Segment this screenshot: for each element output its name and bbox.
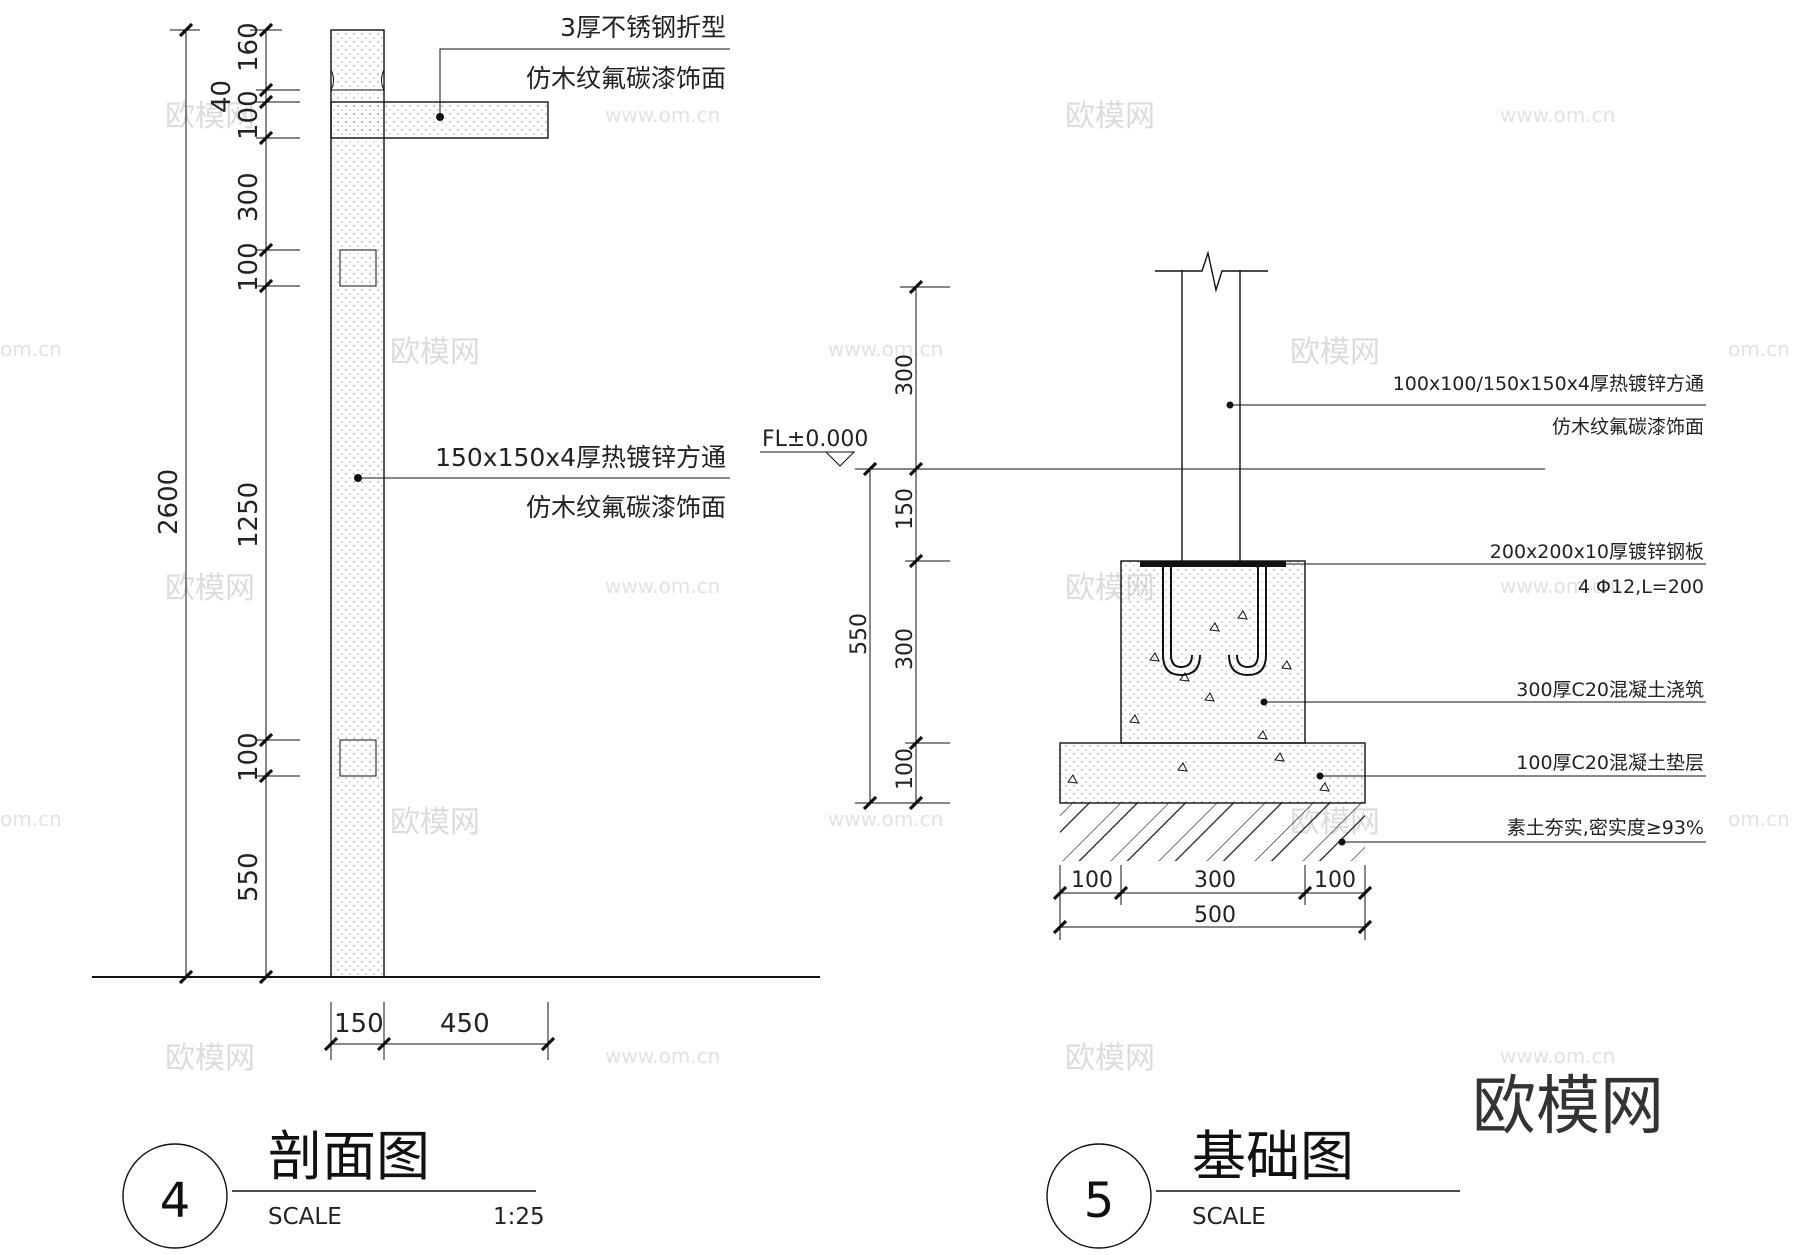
title-circle-4	[122, 1143, 228, 1249]
title-circle-5	[1046, 1143, 1152, 1249]
title-name: 基础图	[1192, 1125, 1354, 1188]
dim-300: 300	[893, 354, 918, 396]
scale-value: 1:25	[493, 1204, 545, 1230]
dim-tick	[540, 1036, 556, 1052]
watermark-cn: 欧模网	[390, 335, 480, 370]
dim-550: 550	[234, 852, 264, 902]
watermark-url: om.cn	[1728, 337, 1790, 361]
dim-2600: 2600	[154, 469, 184, 535]
dim-100: 100	[1314, 868, 1356, 893]
dim-tick	[323, 1036, 339, 1052]
section-drawing: 2600 40 160 100 300 100 1250	[92, 13, 820, 1249]
dim-tick	[178, 22, 194, 38]
level-mark-triangle	[825, 451, 855, 467]
dim-ticks-bottom	[1052, 885, 1373, 935]
dim-550: 550	[847, 613, 872, 655]
post-cap-profile	[330, 69, 385, 91]
watermark-url: www.om.cn	[1500, 1044, 1615, 1068]
watermark-cn: 欧模网	[390, 805, 480, 840]
note-soil: 素土夯实,密实度≥93%	[1507, 817, 1704, 839]
dim-300: 300	[234, 172, 264, 222]
anchor-bar	[1162, 567, 1201, 677]
dim-1250: 1250	[234, 482, 264, 548]
post-square-lower	[339, 739, 377, 777]
watermark-cn: 欧模网	[1065, 99, 1155, 134]
dim-300: 300	[1194, 868, 1236, 893]
scale-label: SCALE	[1192, 1204, 1266, 1230]
concrete-footing	[1120, 560, 1306, 744]
watermark-url: www.om.cn	[1500, 103, 1615, 127]
dim-100: 100	[1071, 868, 1113, 893]
dim-100: 100	[234, 242, 264, 292]
dim-extensions-inner	[256, 89, 300, 777]
steel-plate	[1140, 561, 1286, 567]
watermark-url: www.om.cn	[1500, 574, 1615, 598]
note-square-tube: 150x150x4厚热镀锌方通	[435, 443, 726, 472]
note-rebar: 4 Φ12,L=200	[1578, 576, 1704, 598]
anchor-bar	[1228, 567, 1267, 677]
note-concrete-footing: 300厚C20混凝土浇筑	[1516, 679, 1704, 701]
dim-160: 160	[234, 22, 264, 72]
watermark-cn: 欧模网	[165, 99, 255, 134]
cushion-layer	[1059, 742, 1366, 804]
anchor-bar	[1236, 567, 1259, 669]
note-square-tube: 100x100/150x150x4厚热镀锌方通	[1393, 373, 1704, 395]
anchor-bar	[1170, 567, 1193, 669]
dim-150: 150	[334, 1009, 384, 1039]
watermark-url: www.om.cn	[828, 337, 943, 361]
level-mark: FL±0.000	[762, 427, 868, 452]
post-body	[330, 29, 385, 978]
dim-tick	[376, 1036, 392, 1052]
note-steel-fold: 3厚不锈钢折型	[560, 13, 726, 42]
note-wood-finish: 仿木纹氟碳漆饰面	[1552, 416, 1704, 438]
watermark-cn: 欧模网	[165, 571, 255, 606]
watermark-url: om.cn	[1728, 807, 1790, 831]
watermark-url: www.om.cn	[828, 807, 943, 831]
watermark-cn: 欧模网	[165, 1041, 255, 1076]
dim-300: 300	[893, 628, 918, 670]
dim-tick	[178, 969, 194, 985]
post-square-upper	[339, 249, 377, 287]
watermark-url: www.om.cn	[605, 103, 720, 127]
watermark-url: om.cn	[0, 337, 62, 361]
dim-500: 500	[1194, 903, 1236, 928]
break-line	[1155, 250, 1268, 293]
note-wood-finish: 仿木纹氟碳漆饰面	[526, 64, 726, 93]
foundation-drawing: FL±0.000 300 150 300 100 550	[760, 250, 1706, 1249]
watermark-cn: 欧模网	[1065, 1041, 1155, 1076]
dim-100: 100	[234, 90, 264, 140]
watermark-url: www.om.cn	[605, 1044, 720, 1068]
watermark-cn: 欧模网	[1290, 335, 1380, 370]
note-wood-finish: 仿木纹氟碳漆饰面	[526, 493, 726, 522]
dim-100: 100	[234, 732, 264, 782]
watermark-url: om.cn	[0, 807, 62, 831]
dim-ticks	[862, 279, 924, 811]
watermark-url: www.om.cn	[605, 574, 720, 598]
aggregate-marks	[1067, 610, 1330, 792]
soil-hatch	[1060, 803, 1365, 861]
note-steel-plate: 200x200x10厚镀锌钢板	[1490, 541, 1704, 563]
note-cushion: 100厚C20混凝土垫层	[1516, 752, 1704, 774]
dim-100: 100	[893, 748, 918, 790]
leader-line	[439, 48, 730, 117]
dim-450: 450	[440, 1009, 490, 1039]
title-name: 剖面图	[268, 1125, 430, 1188]
dim-40: 40	[207, 80, 237, 113]
scale-label: SCALE	[268, 1204, 342, 1230]
brand-logo-text: 欧模网	[1472, 1070, 1664, 1144]
title-number: 5	[1084, 1173, 1115, 1229]
dim-150: 150	[893, 488, 918, 530]
title-number: 4	[160, 1173, 191, 1229]
